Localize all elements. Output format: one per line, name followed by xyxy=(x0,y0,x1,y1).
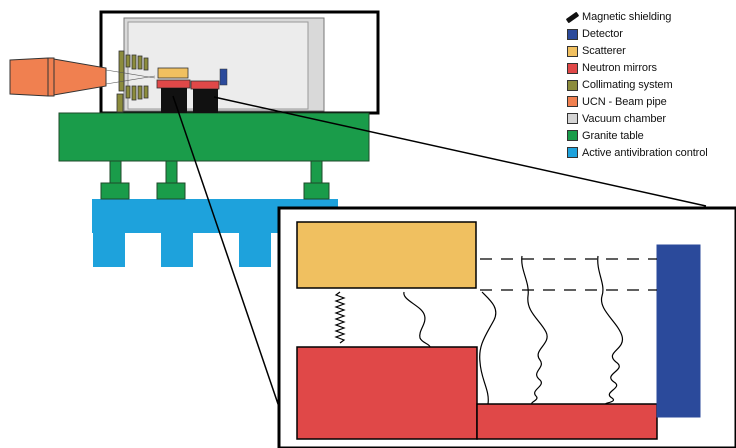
setup-scatterer xyxy=(157,67,189,79)
setup-mirror-2 xyxy=(190,80,220,90)
beam-rays xyxy=(105,69,156,85)
legend-item-beam-pipe: UCN - Beam pipe xyxy=(567,93,736,110)
legend-item-neutron-mirrors: Neutron mirrors xyxy=(567,60,736,77)
inset-dashed-lines xyxy=(480,258,657,291)
legend-label: Active antivibration control xyxy=(582,146,708,159)
legend-label: UCN - Beam pipe xyxy=(582,95,667,108)
legend: Magnetic shielding Detector Scatterer Ne… xyxy=(567,9,736,161)
collimator-swatch xyxy=(567,79,578,91)
granite-table xyxy=(58,112,370,162)
legend-item-detector: Detector xyxy=(567,26,736,43)
vacuum-swatch xyxy=(567,113,578,125)
legend-label: Detector xyxy=(582,28,623,41)
legend-item-scatterer: Scatterer xyxy=(567,43,736,60)
legend-label: Collimating system xyxy=(582,79,673,91)
antivibration-swatch xyxy=(567,147,578,159)
legend-item-vacuum-chamber: Vacuum chamber xyxy=(567,110,736,127)
mirror-swatch xyxy=(567,62,578,74)
legend-item-granite-table: Granite table xyxy=(567,127,736,144)
legend-label: Magnetic shielding xyxy=(582,11,672,24)
antivibration-foot xyxy=(239,232,271,267)
setup-mirror xyxy=(156,79,191,89)
legend-item-antivibration: Active antivibration control xyxy=(567,144,736,161)
legend-item-collimating-system: Collimating system xyxy=(567,77,736,94)
zoom-leader-lines xyxy=(172,95,707,446)
antivibration-foot xyxy=(93,232,125,267)
inset-scatterer xyxy=(296,221,477,289)
shield-icon xyxy=(567,12,578,23)
inset-mirror-large xyxy=(296,346,478,440)
legend-label: Neutron mirrors xyxy=(582,62,657,75)
ucn-beam-pipe xyxy=(9,57,107,97)
legend-item-magnetic-shielding: Magnetic shielding xyxy=(567,9,736,26)
setup-shield-block xyxy=(193,89,218,113)
vacuum-chamber xyxy=(99,10,380,115)
granite-table-legs xyxy=(100,160,330,200)
collimating-system xyxy=(116,50,149,113)
legend-label: Vacuum chamber xyxy=(582,112,666,125)
granite-swatch xyxy=(567,130,578,142)
detector-swatch xyxy=(567,28,578,40)
inset-detector xyxy=(656,244,701,418)
legend-label: Scatterer xyxy=(582,45,626,58)
setup-detector xyxy=(219,68,228,86)
legend-label: Granite table xyxy=(582,129,644,142)
beam-pipe-swatch xyxy=(567,96,578,108)
inset-wave-curves xyxy=(334,255,623,405)
antivibration-foot xyxy=(161,232,193,267)
scatterer-swatch xyxy=(567,45,578,57)
zoom-inset xyxy=(277,206,736,448)
inset-mirror-small xyxy=(476,403,658,440)
